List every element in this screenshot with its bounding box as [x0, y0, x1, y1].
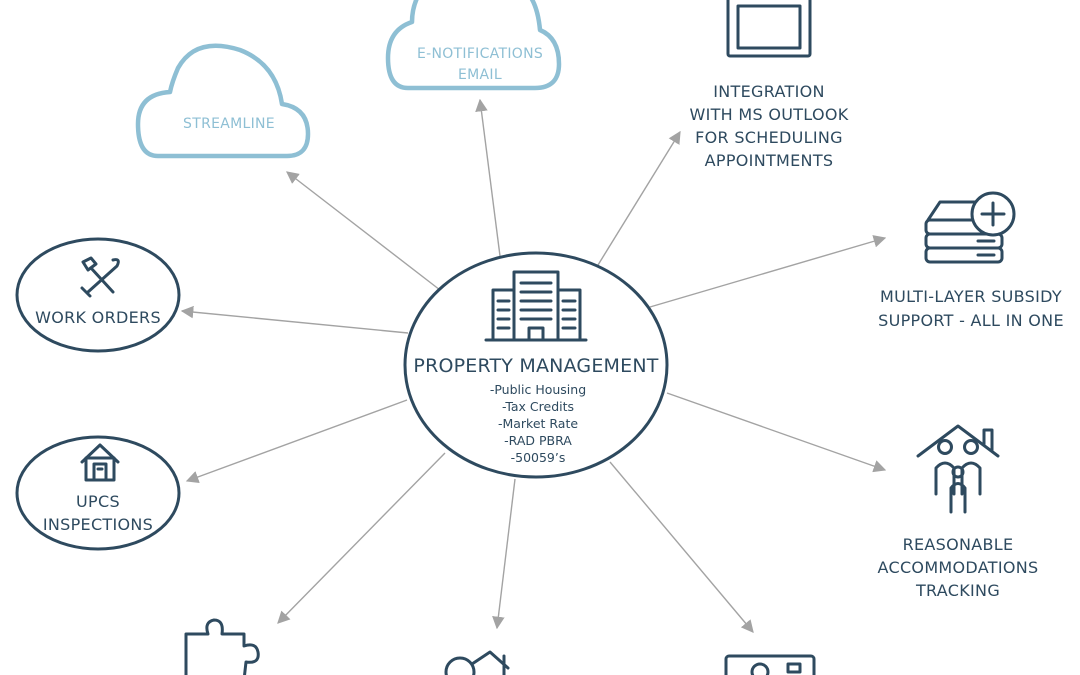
- arrow-to-bottom-left: [277, 452, 446, 624]
- center-ellipse: [403, 251, 669, 479]
- accommodations-label-line1: REASONABLE: [903, 535, 1014, 554]
- cloud-icon: [135, 43, 311, 159]
- work-orders-label: WORK ORDERS: [35, 308, 161, 327]
- subsidy-node: MULTI-LAYER SUBSIDY SUPPORT - ALL IN ONE: [878, 191, 1064, 330]
- arrow-to-work-orders: [180, 305, 409, 334]
- center-item-public-housing: -Public Housing: [490, 382, 586, 397]
- arrow-to-bottom-center: [492, 478, 516, 630]
- house-money-icon: [444, 650, 510, 675]
- arrow-to-integration: [597, 130, 681, 266]
- building-icon: [484, 270, 588, 342]
- center-item-market-rate: -Market Rate: [498, 416, 578, 431]
- puzzle-piece-icon: [184, 618, 260, 675]
- integration-label-line4: APPOINTMENTS: [705, 151, 834, 170]
- monitor-icon: [726, 0, 812, 58]
- subsidy-label-line1: MULTI-LAYER SUBSIDY: [880, 287, 1062, 306]
- upcs-node: UPCS INSPECTIONS: [15, 435, 181, 551]
- accommodations-node: REASONABLE ACCOMMODATIONS TRACKING: [878, 424, 1039, 600]
- upcs-label-line2: INSPECTIONS: [43, 515, 153, 534]
- arrow-to-streamline: [286, 171, 441, 291]
- work-orders-ellipse: [15, 237, 181, 353]
- work-orders-node: WORK ORDERS: [15, 237, 181, 353]
- center-title: PROPERTY MANAGEMENT: [413, 355, 658, 377]
- center-item-50059s: -50059’s: [511, 450, 566, 465]
- subsidy-label-line2: SUPPORT - ALL IN ONE: [878, 311, 1064, 330]
- arrow-to-upcs: [185, 399, 408, 483]
- connector-arrows: [180, 98, 887, 633]
- integration-label-line2: WITH MS OUTLOOK: [689, 105, 848, 124]
- id-card-icon: [724, 654, 816, 675]
- upcs-ellipse: [15, 435, 181, 551]
- arrow-to-enotifications: [475, 98, 501, 257]
- house-icon: [80, 443, 120, 482]
- arrow-to-bottom-right: [609, 461, 754, 633]
- center-item-rad-pbra: -RAD PBRA: [504, 433, 572, 448]
- enotifications-label-line2: EMAIL: [458, 67, 502, 83]
- cloud-icon: [385, 0, 562, 91]
- accommodations-label-line2: ACCOMMODATIONS: [878, 558, 1039, 577]
- enotifications-node: E-NOTIFICATIONS EMAIL: [385, 0, 562, 91]
- center-node: PROPERTY MANAGEMENT -Public Housing -Tax…: [403, 251, 669, 479]
- family-home-icon: [916, 424, 1000, 514]
- server-stack-plus-icon: [924, 191, 1016, 264]
- integration-label-line1: INTEGRATION: [713, 82, 825, 101]
- tools-icon: [80, 256, 120, 298]
- streamline-node: STREAMLINE: [135, 43, 311, 159]
- integration-node: INTEGRATION WITH MS OUTLOOK FOR SCHEDULI…: [689, 0, 848, 170]
- arrow-to-subsidy: [649, 235, 887, 308]
- upcs-label-line1: UPCS: [76, 492, 120, 511]
- integration-label-line3: FOR SCHEDULING: [695, 128, 843, 147]
- streamline-label: STREAMLINE: [183, 116, 275, 132]
- enotifications-label-line1: E-NOTIFICATIONS: [417, 46, 543, 62]
- accommodations-label-line3: TRACKING: [915, 581, 1000, 600]
- arrow-to-accommodations: [666, 392, 887, 473]
- center-item-tax-credits: -Tax Credits: [502, 399, 574, 414]
